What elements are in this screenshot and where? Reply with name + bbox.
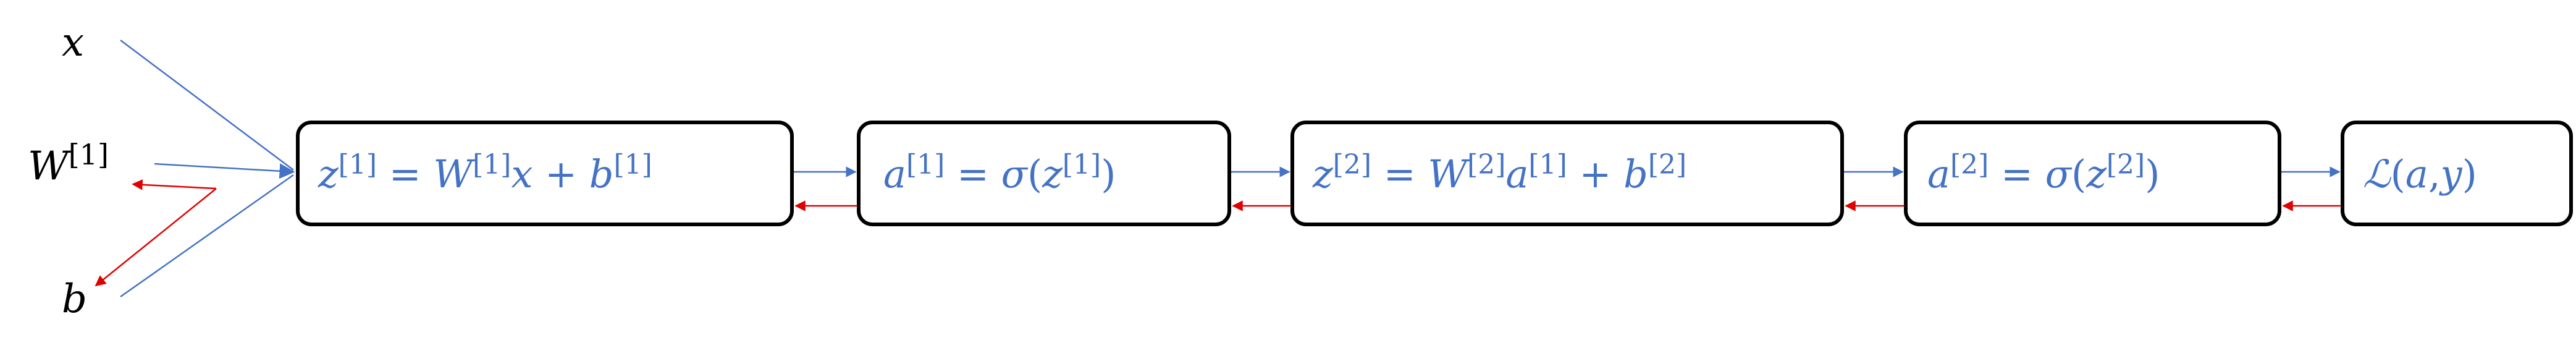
node-1-part-8: [1] xyxy=(613,149,652,181)
node-1-part-7: b xyxy=(589,151,614,197)
node-5: ℒ(a,y) xyxy=(2341,121,2573,226)
node-4-box xyxy=(1904,121,2281,226)
node-2-part-3: σ xyxy=(1001,151,1029,197)
node-5-part-4: y xyxy=(2439,151,2463,197)
node-4: a[2] = σ(z[2]) xyxy=(1904,121,2281,226)
node-2-box xyxy=(857,121,1231,226)
node-3-part-8: b xyxy=(1623,151,1648,197)
node-2-part-1: [1] xyxy=(906,149,945,181)
edge-b-to-node1 xyxy=(120,174,294,298)
node-2: a[1] = σ(z[1]) xyxy=(857,121,1231,226)
node-4-part-7: ) xyxy=(2145,151,2160,197)
node-4-formula: a[2] = σ(z[2]) xyxy=(1927,149,2160,197)
node-4-part-4: ( xyxy=(2071,151,2086,197)
node-5-box xyxy=(2341,121,2573,226)
node-1-part-1: [1] xyxy=(339,149,377,181)
node-1-box xyxy=(296,121,794,226)
node-3: z[2] = W[2]a[1] + b[2] xyxy=(1290,121,1844,226)
node-5-part-3: , xyxy=(2428,151,2441,197)
node-3-part-7: + xyxy=(1567,151,1623,197)
node-2-part-5: z xyxy=(1042,151,1063,197)
node-3-formula: z[2] = W[2]a[1] + b[2] xyxy=(1312,149,1686,197)
node-4-part-3: σ xyxy=(2045,151,2073,197)
node-1-part-6: + xyxy=(532,151,589,197)
node-3-part-0: z xyxy=(1312,151,1333,197)
w1-superscript: [1] xyxy=(69,138,109,171)
node-3-part-4: [2] xyxy=(1467,149,1505,181)
node-3-part-2: = xyxy=(1371,151,1428,197)
node-3-part-5: a xyxy=(1505,151,1528,197)
node-4-part-2: = xyxy=(1989,151,2045,197)
node-1-part-5: x xyxy=(511,151,532,197)
node-4-part-0: a xyxy=(1927,151,1950,197)
node-3-part-6: [1] xyxy=(1528,149,1567,181)
node-2-part-2: = xyxy=(945,151,1001,197)
node-5-part-2: a xyxy=(2406,151,2428,197)
node-2-part-6: [1] xyxy=(1063,149,1101,181)
grad-to-w1 xyxy=(132,179,217,190)
node-5-part-1: ( xyxy=(2391,151,2406,197)
node-2-part-7: ) xyxy=(1101,151,1116,197)
node-5-formula: ℒ(a,y) xyxy=(2363,151,2477,197)
input-b-label: b xyxy=(62,276,87,322)
edge-x-to-node1 xyxy=(120,40,294,171)
node-1-formula: z[1] = W[1]x + b[1] xyxy=(318,149,652,197)
node-4-part-6: [2] xyxy=(2107,149,2145,181)
node-3-part-9: [2] xyxy=(1648,149,1686,181)
node-4-part-1: [2] xyxy=(1950,149,1989,181)
node-2-part-0: a xyxy=(883,151,906,197)
node-5-part-0: ℒ xyxy=(2363,151,2391,197)
w1-base: W xyxy=(28,143,72,189)
node-1-part-0: z xyxy=(318,151,339,197)
node-1: z[1] = W[1]x + b[1] xyxy=(296,121,794,226)
node-4-part-5: z xyxy=(2086,151,2107,197)
node-1-part-2: = xyxy=(377,151,433,197)
node-1-part-3: W xyxy=(433,151,475,197)
node-2-part-4: ( xyxy=(1027,151,1042,197)
input-w1-label: W[1] xyxy=(28,138,109,189)
node-5-part-5: ) xyxy=(2462,151,2477,197)
grad-to-b xyxy=(95,188,217,287)
input-x-label: x xyxy=(62,20,84,66)
node-3-part-1: [2] xyxy=(1333,149,1371,181)
edge-w1-to-node1 xyxy=(154,163,295,179)
node-2-formula: a[1] = σ(z[1]) xyxy=(883,149,1116,197)
node-3-part-3: W xyxy=(1428,151,1470,197)
node-3-box xyxy=(1290,121,1844,226)
node-1-part-4: [1] xyxy=(473,149,511,181)
